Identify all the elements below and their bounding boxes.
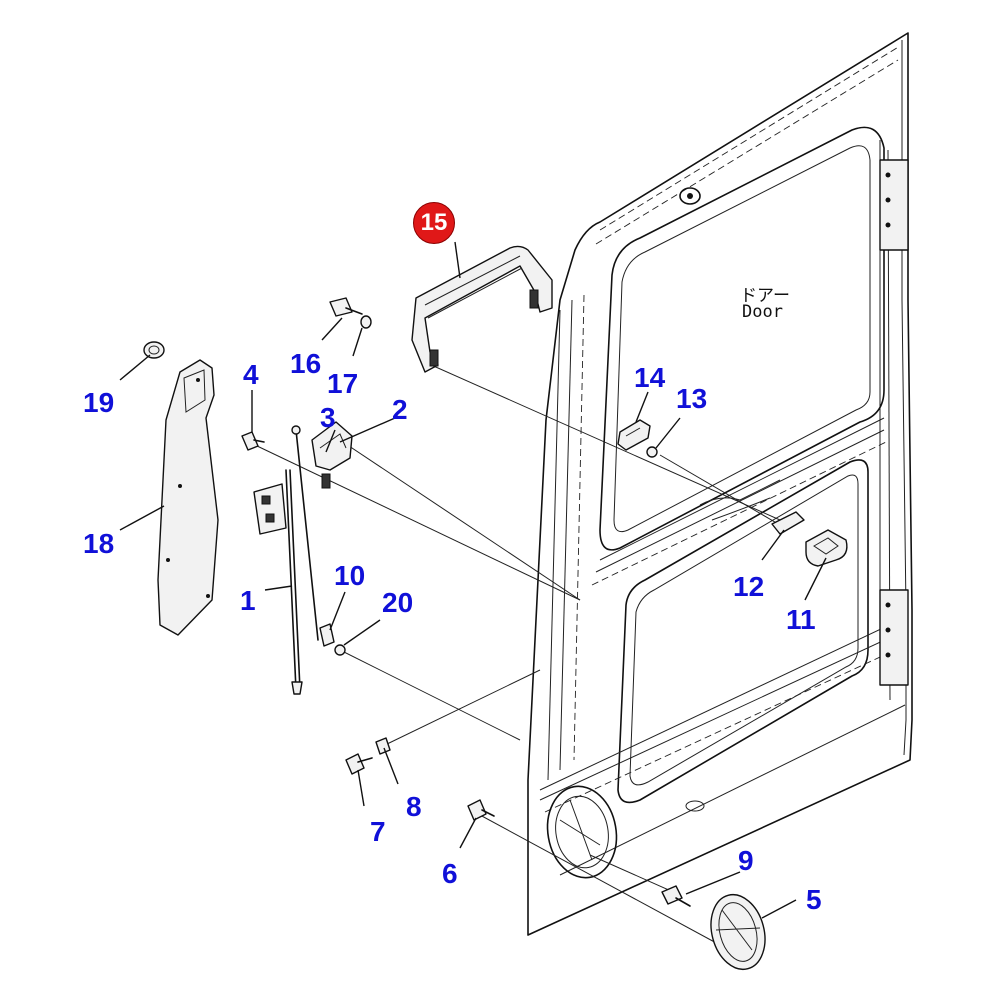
bolt-7: [345, 753, 373, 775]
callout-2: 2: [392, 394, 408, 425]
callout-18: 18: [83, 528, 115, 559]
callout-5: 5: [806, 884, 822, 915]
callout-4: 4: [243, 359, 259, 390]
washer-8: [375, 737, 391, 755]
washer-17: [360, 315, 372, 329]
callout-leaders: [119, 241, 827, 919]
handle-cup-14: [617, 419, 651, 451]
screw-9: [661, 885, 691, 907]
callout-8: 8: [406, 791, 422, 822]
screw-4: [241, 431, 265, 451]
callout-13: 13: [676, 383, 708, 414]
plate-12: [771, 511, 805, 535]
callout-12: 12: [733, 571, 765, 602]
door-panel: [527, 32, 913, 936]
door-label-en: Door: [742, 302, 783, 322]
rod-3: [291, 425, 319, 641]
door-label-jp: ドアー: [740, 286, 790, 306]
callout-10: 10: [334, 560, 366, 591]
clip-10: [319, 623, 335, 647]
callout-17: 17: [327, 368, 359, 399]
callout-9: 9: [738, 845, 754, 876]
callout-20: 20: [382, 587, 414, 618]
lock-assembly-1: [253, 469, 303, 695]
button-19: [143, 341, 165, 359]
bolt-16: [329, 297, 363, 317]
callout-11: 11: [786, 604, 816, 635]
nut-20: [334, 644, 346, 656]
assist-handle: [411, 245, 553, 373]
callout-14: 14: [634, 362, 666, 393]
highlighted-part-number: 15: [420, 209, 448, 236]
callout-19: 19: [83, 387, 115, 418]
bolt-6: [467, 799, 495, 821]
callout-16: 16: [290, 348, 322, 379]
trim-cover-18: [157, 359, 219, 636]
callout-1: 1: [240, 585, 256, 616]
assembly-lines: [254, 359, 781, 946]
callout-7: 7: [370, 816, 386, 847]
callout-3: 3: [320, 402, 336, 433]
highlighted-part-badge: 15: [413, 202, 455, 244]
screw-13: [646, 446, 658, 458]
bezel-ring-5: [710, 893, 766, 971]
latch-2: [311, 421, 353, 489]
callout-6: 6: [442, 858, 458, 889]
u-handle-11: [805, 529, 848, 567]
